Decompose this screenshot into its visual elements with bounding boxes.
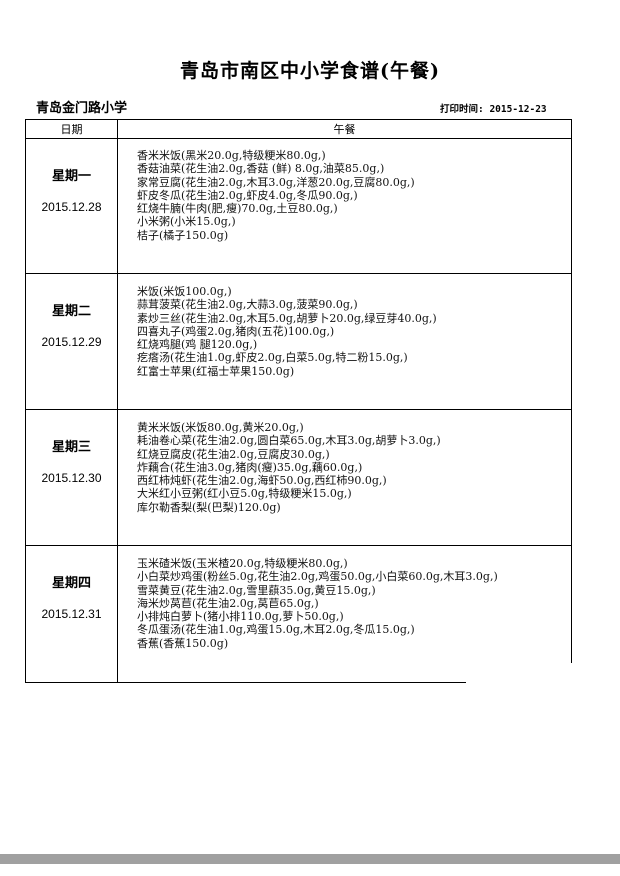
menu-item: 红富士苹果(红福士苹果150.0g) (137, 364, 295, 378)
day-name: 星期一 (51, 169, 91, 184)
page-title: 青岛市南区中小学食谱(午餐) (180, 60, 440, 82)
day-cell-thursday: 星期四 2015.12.31 (26, 546, 117, 621)
header-lunch: 午餐 (333, 123, 356, 136)
header-date: 日期 (60, 123, 83, 136)
day-date: 2015.12.30 (41, 471, 102, 485)
header-divider (25, 138, 572, 139)
row-divider-2 (25, 409, 572, 410)
menu-item: 香菇油菜(花生油2.0g,香菇 (鲜) 8.0g,油菜85.0g,) (137, 162, 385, 176)
menu-item: 香蕉(香蕉150.0g) (137, 636, 229, 650)
menu-list-thursday: 玉米碴米饭(玉米楂20.0g,特级粳米80.0g,) 小白菜炒鸡蛋(粉丝5.0g… (137, 557, 577, 650)
menu-item: 耗油卷心菜(花生油2.0g,圆白菜65.0g,木耳3.0g,胡萝卜3.0g,) (137, 434, 441, 448)
day-date: 2015.12.29 (41, 335, 102, 349)
day-name: 星期四 (51, 576, 91, 591)
day-name: 星期二 (51, 304, 91, 319)
menu-item: 炸藕合(花生油3.0g,猪肉(瘦)35.0g,藕60.0g,) (137, 460, 363, 474)
viewer-bottom-bar (0, 854, 620, 864)
menu-table: 日期 午餐 星期一 2015.12.28 香米米饭(黑米20.0g,特级粳米80… (25, 119, 572, 683)
day-cell-tuesday: 星期二 2015.12.29 (26, 274, 117, 349)
menu-item: 雪菜黄豆(花生油2.0g,雪里蕻35.0g,黄豆15.0g,) (137, 583, 376, 597)
menu-item: 红烧豆腐皮(花生油2.0g,豆腐皮30.0g,) (137, 447, 330, 461)
menu-item: 小米粥(小米15.0g,) (137, 215, 236, 229)
menu-item: 米饭(米饭100.0g,) (137, 285, 232, 298)
menu-item: 冬瓜蛋汤(花生油1.0g,鸡蛋15.0g,木耳2.0g,冬瓜15.0g,) (137, 623, 415, 637)
menu-item: 素炒三丝(花生油2.0g,木耳5.0g,胡萝卜20.0g,绿豆芽40.0g,) (137, 311, 437, 325)
column-divider (117, 119, 118, 683)
menu-list-tuesday: 米饭(米饭100.0g,) 蒜茸菠菜(花生油2.0g,大蒜3.0g,菠菜90.0… (137, 285, 577, 378)
day-cell-monday: 星期一 2015.12.28 (26, 139, 117, 214)
menu-item: 蒜茸菠菜(花生油2.0g,大蒜3.0g,菠菜90.0g,) (137, 298, 358, 312)
day-name: 星期三 (51, 440, 91, 455)
menu-list-wednesday: 黄米米饭(米饭80.0g,黄米20.0g,) 耗油卷心菜(花生油2.0g,圆白菜… (137, 421, 577, 514)
table-border-bottom (25, 682, 466, 683)
day-date: 2015.12.31 (41, 607, 102, 621)
school-name: 青岛金门路小学 (36, 101, 128, 116)
menu-item: 小白菜炒鸡蛋(粉丝5.0g,花生油2.0g,鸡蛋50.0g,小白菜60.0g,木… (137, 570, 498, 584)
row-divider-1 (25, 273, 572, 274)
menu-list-monday: 香米米饭(黑米20.0g,特级粳米80.0g,) 香菇油菜(花生油2.0g,香菇… (137, 149, 577, 242)
menu-item: 大米红小豆粥(红小豆5.0g,特级粳米15.0g,) (137, 487, 352, 501)
menu-item: 西红柿炖虾(花生油2.0g,海虾50.0g,西红柿90.0g,) (137, 474, 387, 488)
row-divider-3 (25, 545, 572, 546)
table-border-right (571, 119, 572, 663)
menu-item: 库尔勒香梨(梨(巴梨)120.0g) (137, 500, 281, 514)
table-border-left (25, 119, 26, 683)
menu-item: 红烧鸡腿(鸡 腿120.0g,) (137, 338, 258, 352)
menu-item: 香米米饭(黑米20.0g,特级粳米80.0g,) (137, 149, 326, 162)
menu-item: 黄米米饭(米饭80.0g,黄米20.0g,) (137, 421, 304, 434)
menu-item: 小排炖白萝卜(猪小排110.0g,萝卜50.0g,) (137, 610, 344, 624)
menu-item: 红烧牛腩(牛肉(肥,瘦)70.0g,土豆80.0g,) (137, 202, 338, 216)
menu-item: 海米炒莴苣(花生油2.0g,莴苣65.0g,) (137, 596, 319, 610)
print-time: 打印时间: 2015-12-23 (440, 104, 547, 115)
menu-item: 虾皮冬瓜(花生油2.0g,虾皮4.0g,冬瓜90.0g,) (137, 188, 358, 202)
menu-item: 桔子(橘子150.0g) (137, 228, 229, 242)
menu-item: 玉米碴米饭(玉米楂20.0g,特级粳米80.0g,) (137, 557, 348, 570)
table-border-top (25, 119, 572, 120)
day-cell-wednesday: 星期三 2015.12.30 (26, 410, 117, 485)
menu-item: 四喜丸子(鸡蛋2.0g,猪肉(五花)100.0g,) (137, 324, 335, 338)
menu-item: 疙瘩汤(花生油1.0g,虾皮2.0g,白菜5.0g,特二粉15.0g,) (137, 351, 408, 365)
day-date: 2015.12.28 (41, 200, 102, 214)
menu-item: 家常豆腐(花生油2.0g,木耳3.0g,洋葱20.0g,豆腐80.0g,) (137, 175, 415, 189)
